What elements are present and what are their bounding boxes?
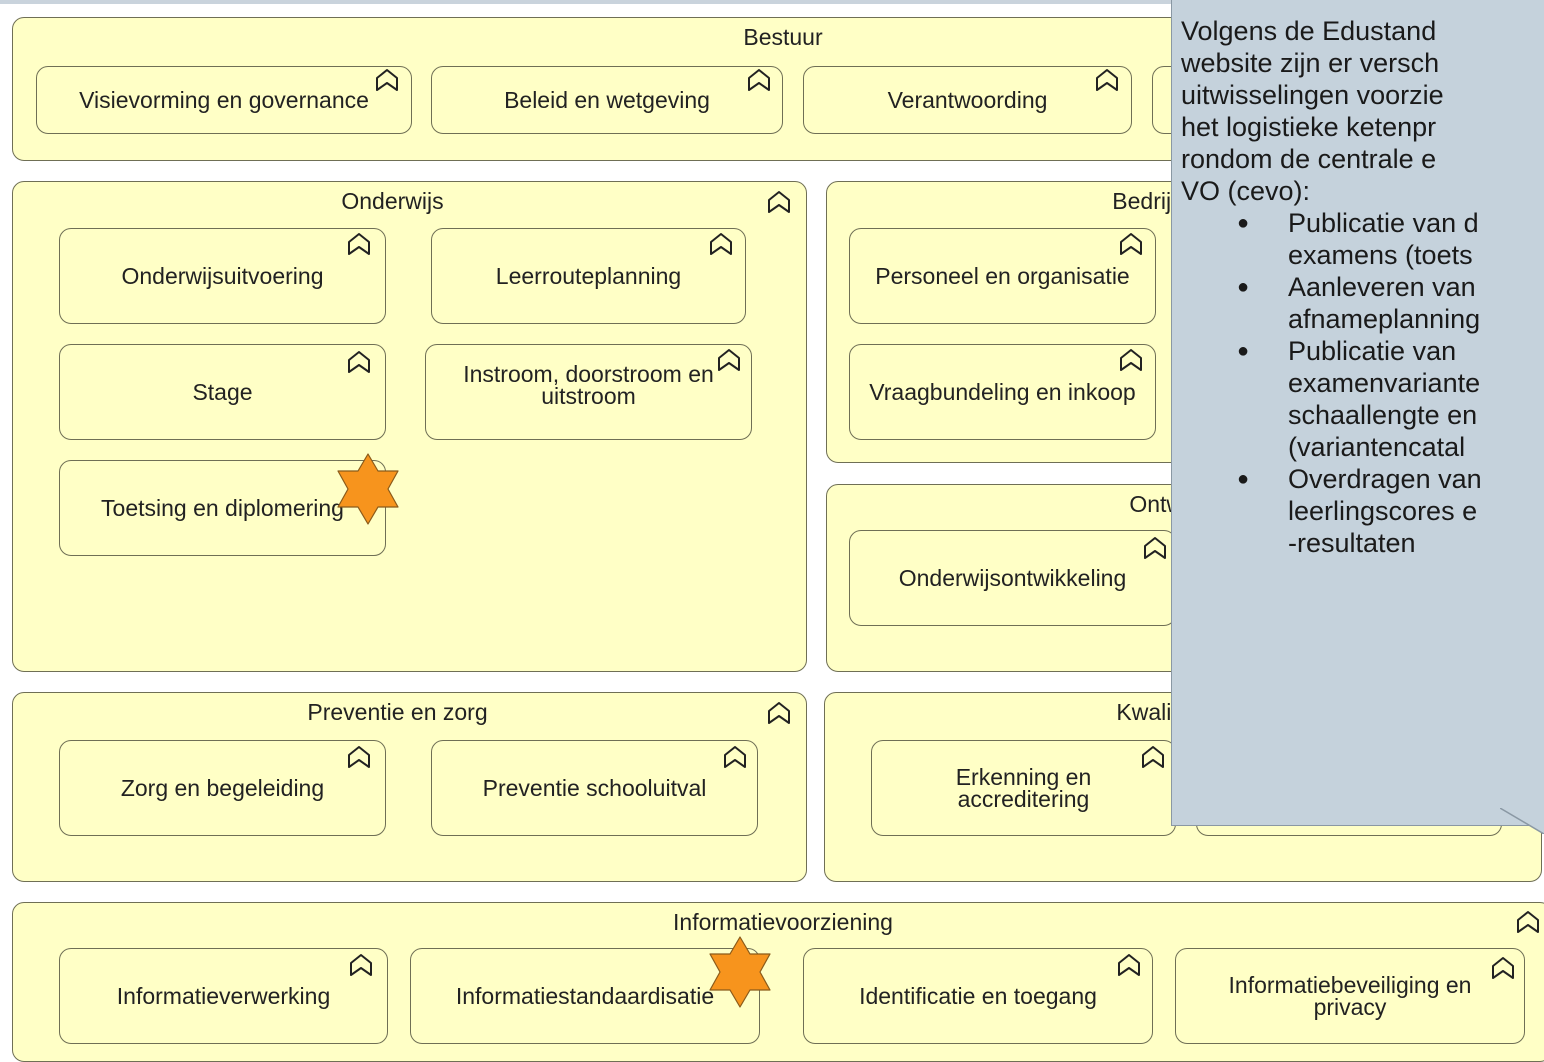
business-function-icon	[346, 745, 372, 769]
bullet-line: leerlingscores e	[1288, 496, 1478, 526]
box-label: Visievorming en governance	[79, 87, 369, 113]
bullet-line: (variantencatal	[1288, 432, 1466, 462]
callout-bullet-list: Publicatie van d examens (toets Aanlever…	[1181, 207, 1544, 559]
box-label: Identificatie en toegang	[859, 983, 1097, 1009]
callout-intro: Volgens de Edustand website zijn er vers…	[1181, 15, 1544, 207]
business-function-icon	[766, 701, 792, 725]
bullet-line: Publicatie van d	[1288, 208, 1479, 238]
callout-bullet: Overdragen van leerlingscores e -resulta…	[1181, 463, 1544, 559]
business-function-icon	[1116, 953, 1142, 977]
box-label: Onderwijsontwikkeling	[898, 565, 1127, 591]
box-informatieverwerking[interactable]: Informatieverwerking	[59, 948, 388, 1044]
box-label: Leerrouteplanning	[495, 263, 682, 289]
callout-tail	[1500, 808, 1544, 834]
business-function-icon	[346, 350, 372, 374]
business-function-icon	[708, 232, 734, 256]
bullet-line: examenvariante	[1288, 368, 1481, 398]
bullet-line: schaallengte en	[1288, 400, 1478, 430]
group-title: Onderwijs	[341, 188, 444, 214]
business-function-icon	[716, 348, 742, 372]
business-function-icon	[746, 68, 772, 92]
box-label: Preventie schooluitval	[482, 775, 707, 801]
box-leerrouteplanning[interactable]: Leerrouteplanning	[431, 228, 746, 324]
callout-line: rondom de centrale e	[1181, 144, 1437, 174]
box-label-line1: Informatiebeveiliging en	[1228, 972, 1472, 998]
box-identificatie[interactable]: Identificatie en toegang	[803, 948, 1153, 1044]
callout-bullet: Aanleveren van afnameplanning	[1181, 271, 1544, 335]
box-personeel[interactable]: Personeel en organisatie	[849, 228, 1156, 324]
box-label-line2: uitstroom	[541, 383, 636, 409]
box-preventie-schooluitval[interactable]: Preventie schooluitval	[431, 740, 758, 836]
callout-line: het logistieke ketenpr	[1181, 112, 1437, 142]
box-label: Vraagbundeling en inkoop	[869, 379, 1136, 405]
business-function-icon	[1515, 910, 1541, 934]
business-function-icon	[1118, 232, 1144, 256]
business-function-icon	[1140, 745, 1166, 769]
business-function-icon	[1142, 536, 1168, 560]
business-function-icon	[374, 68, 400, 92]
bullet-line: Aanleveren van	[1288, 272, 1476, 302]
box-informatiestandaardisatie[interactable]: Informatiestandaardisatie	[410, 948, 760, 1044]
business-function-icon	[346, 232, 372, 256]
box-label: Informatiestandaardisatie	[455, 983, 715, 1009]
star-marker-icon	[331, 452, 405, 526]
box-label: Zorg en begeleiding	[120, 775, 325, 801]
box-label-line1: Erkenning en	[955, 764, 1092, 790]
box-onderwijsuitvoering[interactable]: Onderwijsuitvoering	[59, 228, 386, 324]
group-title: Preventie en zorg	[307, 699, 488, 725]
bullet-line: examens (toets	[1288, 240, 1473, 270]
bullet-line: afnameplanning	[1288, 304, 1481, 334]
box-label: Verantwoording	[887, 87, 1048, 113]
top-border	[0, 0, 1544, 4]
bullet-line: Overdragen van	[1288, 464, 1482, 494]
box-onderwijsontwikkeling[interactable]: Onderwijsontwikkeling	[849, 530, 1176, 626]
speech-callout: Volgens de Edustand website zijn er vers…	[1171, 0, 1544, 826]
box-label-line2: accreditering	[957, 786, 1090, 812]
star-marker-icon	[703, 935, 777, 1009]
callout-line: website zijn er versch	[1181, 48, 1440, 78]
box-label: Stage	[192, 379, 253, 405]
box-label: Informatieverwerking	[116, 983, 331, 1009]
box-zorg[interactable]: Zorg en begeleiding	[59, 740, 386, 836]
box-label: Onderwijsuitvoering	[121, 263, 324, 289]
business-function-icon	[348, 953, 374, 977]
bullet-line: Publicatie van	[1288, 336, 1457, 366]
callout-text: Volgens de Edustand website zijn er vers…	[1181, 15, 1544, 559]
box-label: Beleid en wetgeving	[504, 87, 710, 113]
group-title: Bestuur	[743, 24, 823, 50]
box-beleid[interactable]: Beleid en wetgeving	[431, 66, 783, 134]
box-vraagbundeling[interactable]: Vraagbundeling en inkoop	[849, 344, 1156, 440]
callout-line: uitwisselingen voorzie	[1181, 80, 1444, 110]
business-function-icon	[1094, 68, 1120, 92]
box-label: Personeel en organisatie	[875, 263, 1130, 289]
business-function-icon	[722, 745, 748, 769]
callout-line: Volgens de Edustand	[1181, 16, 1437, 46]
group-title: Informatievoorziening	[673, 909, 893, 935]
box-label-line2: privacy	[1313, 994, 1387, 1020]
callout-bullet: Publicatie van d examens (toets	[1181, 207, 1544, 271]
box-verantwoording[interactable]: Verantwoording	[803, 66, 1132, 134]
box-visievorming[interactable]: Visievorming en governance	[36, 66, 412, 134]
box-toetsing[interactable]: Toetsing en diplomering	[59, 460, 386, 556]
box-label: Toetsing en diplomering	[101, 495, 344, 521]
business-function-icon	[766, 190, 792, 214]
business-function-icon	[1118, 348, 1144, 372]
box-stage[interactable]: Stage	[59, 344, 386, 440]
callout-line: VO (cevo):	[1181, 176, 1311, 206]
callout-bullet: Publicatie van examenvariante schaalleng…	[1181, 335, 1544, 463]
business-function-icon	[1490, 956, 1516, 980]
bullet-line: -resultaten	[1288, 528, 1416, 558]
box-label-line1: Instroom, doorstroom en	[463, 361, 714, 387]
